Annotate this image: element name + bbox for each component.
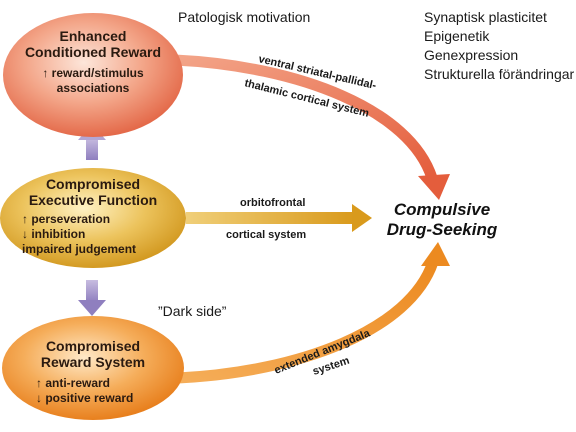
- outcome-line: Drug-Seeking: [386, 220, 498, 239]
- mechanisms-list: Synaptisk plasticitet Epigenetik Genexpr…: [424, 8, 574, 84]
- enhanced-conditioned-reward-node: Enhanced Conditioned Reward ↑ reward/sti…: [4, 14, 182, 138]
- middle-node-detail: impaired judgement: [22, 242, 137, 256]
- top-node-detail: ↑ reward/stimulus: [42, 66, 144, 80]
- bottom-node-title-line: Compromised: [45, 338, 141, 354]
- bottom-node-detail: ↑ anti-reward: [36, 376, 111, 390]
- top-node-title-line: Conditioned Reward: [24, 44, 162, 60]
- down-connector-arrow: [78, 280, 106, 316]
- dark-side-note: ”Dark side”: [158, 303, 227, 319]
- mechanism-item: Synaptisk plasticitet: [424, 9, 547, 25]
- top-node-ellipse: [3, 13, 183, 137]
- compulsive-drug-seeking-outcome: Compulsive Drug-Seeking: [372, 200, 512, 240]
- top-pathway-arrowhead: [418, 174, 450, 200]
- mechanism-item: Strukturella förändringar: [424, 66, 575, 82]
- mechanism-item: Genexpression: [424, 47, 519, 63]
- middle-pathway-label-1: orbitofrontal: [240, 197, 305, 209]
- middle-node-title-line: Executive Function: [28, 192, 158, 208]
- bottom-node-title-line: Reward System: [40, 354, 146, 370]
- top-node-detail: associations: [56, 81, 130, 95]
- pathologic-motivation-note: Patologisk motivation: [178, 9, 311, 25]
- middle-node-title-line: Compromised: [45, 176, 141, 192]
- bottom-node-ellipse: [2, 316, 184, 420]
- outcome-line: Compulsive: [393, 200, 491, 219]
- middle-pathway-label-2: cortical system: [226, 229, 306, 241]
- mechanism-item: Epigenetik: [424, 28, 490, 44]
- top-node-title-line: Enhanced: [59, 28, 127, 44]
- top-pathway-arc: [174, 54, 438, 180]
- bottom-pathway-arc: [177, 260, 439, 384]
- middle-node-detail: ↓ inhibition: [22, 227, 86, 241]
- bottom-node-detail: ↓ positive reward: [36, 391, 134, 405]
- compromised-reward-system-node: Compromised Reward System ↑ anti-reward …: [2, 316, 184, 420]
- middle-node-ellipse: [0, 168, 186, 268]
- middle-pathway-arrowhead: [352, 204, 372, 232]
- middle-node-detail: ↑ perseveration: [22, 212, 111, 226]
- compromised-executive-function-node: Compromised Executive Function ↑ perseve…: [0, 170, 186, 266]
- middle-pathway-bar: [186, 212, 354, 224]
- bottom-pathway-arrowhead: [421, 242, 450, 266]
